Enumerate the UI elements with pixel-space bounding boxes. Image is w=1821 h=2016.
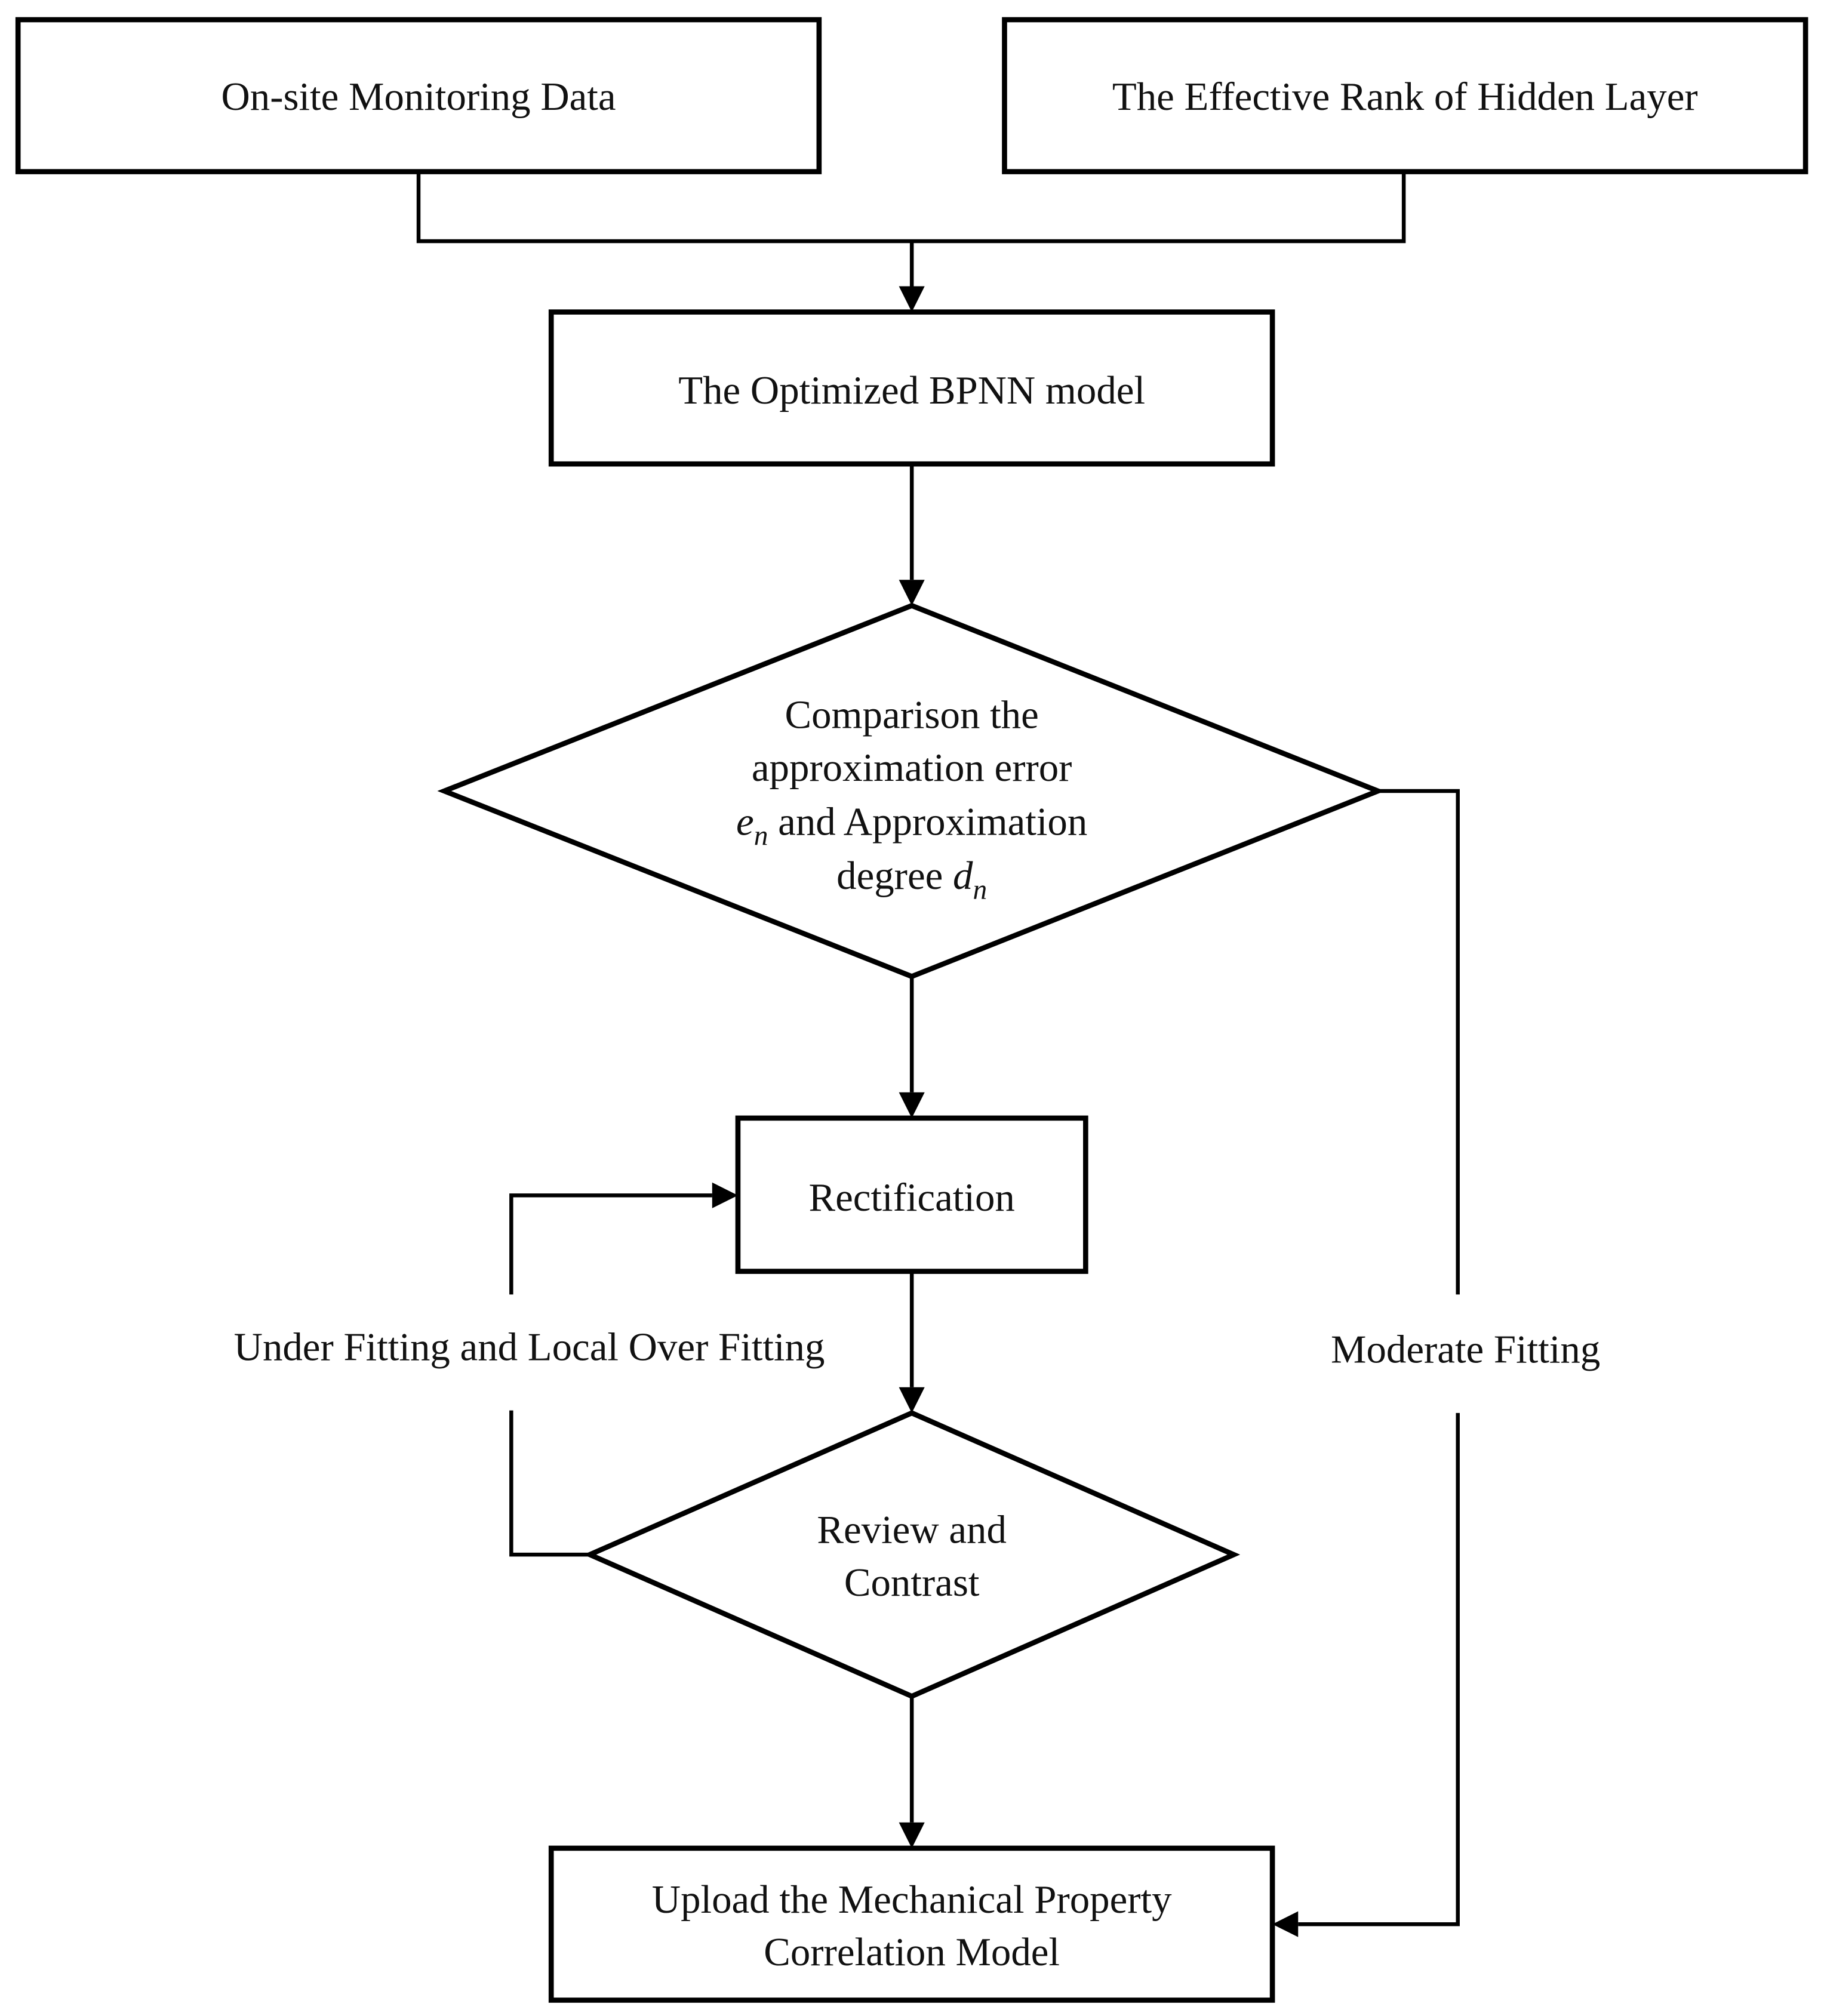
arrowhead — [1272, 1911, 1299, 1937]
arrowhead — [899, 286, 925, 312]
loop-under-fitting-upper — [509, 1193, 712, 1295]
node-label: Contrast — [844, 1561, 980, 1605]
node-label: Review and — [817, 1508, 1006, 1552]
edge-label-moderate-fitting: Moderate Fitting — [1331, 1328, 1600, 1372]
node-label: approximation error — [752, 746, 1072, 790]
decision-comparison: Comparison the approximation error en an… — [437, 602, 1385, 980]
node-upload-model: Upload the Mechanical Property Correlati… — [548, 1845, 1275, 2003]
arrowhead — [712, 1182, 738, 1208]
node-label: Correlation Model — [764, 1930, 1060, 1974]
arrowhead — [899, 1092, 925, 1118]
node-rectification: Rectification — [735, 1115, 1088, 1274]
node-label: On-site Monitoring Data — [221, 75, 616, 119]
node-label: The Effective Rank of Hidden Layer — [1112, 75, 1698, 119]
node-label: Upload the Mechanical Property — [652, 1878, 1172, 1922]
arrowhead — [899, 1822, 925, 1848]
arrowhead — [899, 1387, 925, 1413]
arrowhead — [899, 580, 925, 606]
moderate-fitting-upper — [1377, 789, 1460, 1295]
loop-under-fitting-lower — [509, 1410, 590, 1557]
node-bpnn-model: The Optimized BPNN model — [548, 309, 1275, 467]
node-monitoring-data: On-site Monitoring Data — [15, 17, 822, 174]
edge-label-under-fitting: Under Fitting and Local Over Fitting — [234, 1325, 825, 1369]
node-label: degree dn — [836, 854, 987, 906]
connector-inputs-merge — [416, 171, 1406, 244]
node-label: Rectification — [809, 1175, 1015, 1220]
node-effective-rank: The Effective Rank of Hidden Layer — [1002, 17, 1808, 174]
node-label: en and Approximation — [736, 799, 1087, 851]
node-label: The Optimized BPNN model — [678, 368, 1145, 413]
decision-review: Review and Contrast — [583, 1410, 1241, 1700]
node-label: Comparison the — [785, 692, 1039, 737]
moderate-fitting-lower — [1298, 1412, 1460, 1926]
